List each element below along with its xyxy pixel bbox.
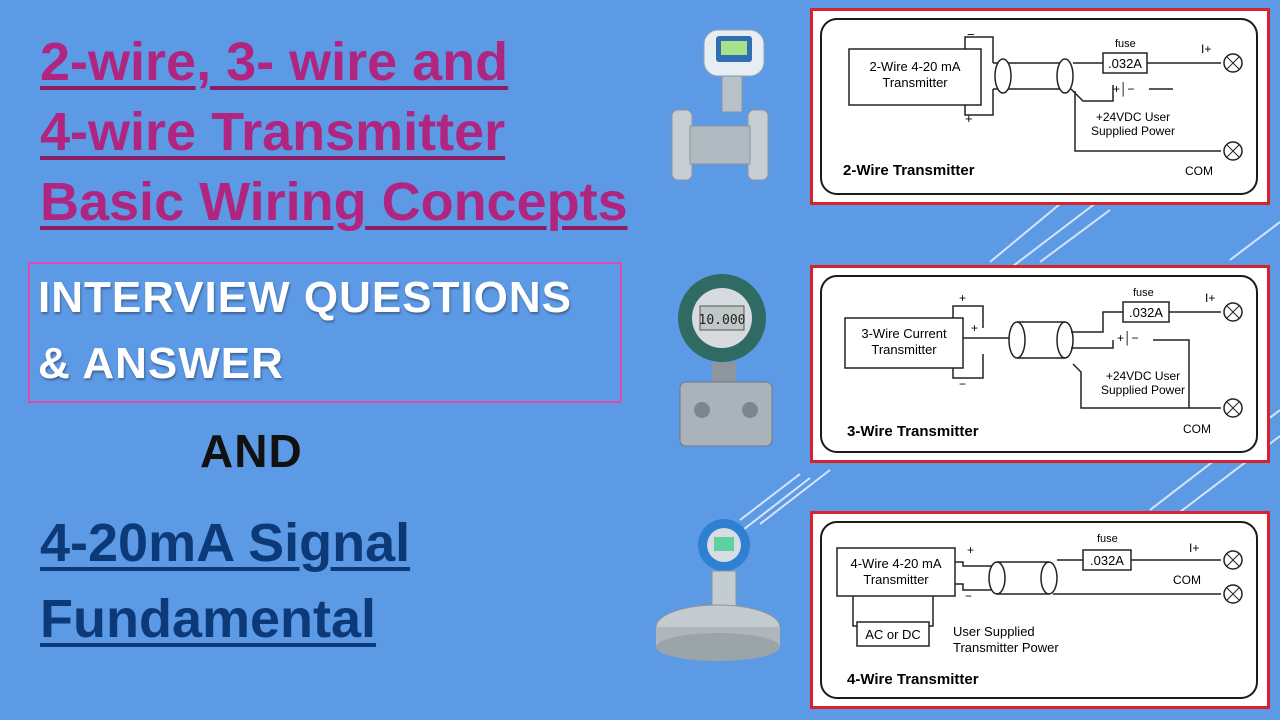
diagram-panel-2wire: 2-Wire 4-20 mA Transmitter − + fuse .032… bbox=[810, 8, 1270, 205]
3wire-minus: − bbox=[959, 377, 966, 391]
title-line-2: 4-wire Transmitter bbox=[40, 102, 506, 162]
3wire-supply-line2: Supplied Power bbox=[1101, 383, 1185, 397]
2wire-com: COM bbox=[1185, 164, 1213, 178]
3wire-caption: 3-Wire Transmitter bbox=[847, 423, 979, 440]
4wire-minus: − bbox=[965, 589, 972, 603]
2wire-iplus: I+ bbox=[1201, 42, 1211, 56]
two-wire-diagram: 2-Wire 4-20 mA Transmitter − + fuse .032… bbox=[820, 18, 1258, 195]
2wire-box-line1: 2-Wire 4-20 mA bbox=[869, 59, 960, 74]
interview-line-1: INTERVIEW QUESTIONS bbox=[38, 273, 573, 322]
three-wire-diagram: 3-Wire Current Transmitter + + − fuse .0… bbox=[820, 275, 1258, 453]
pressure-display: 10.000 bbox=[699, 313, 746, 328]
vortex-flowmeter-icon bbox=[671, 29, 769, 181]
4wire-fuse-label: fuse bbox=[1097, 533, 1118, 545]
2wire-supply-line2: Supplied Power bbox=[1091, 124, 1175, 138]
4wire-fuse-value: .032A bbox=[1090, 553, 1124, 568]
signal-line-1: 4-20mA Signal bbox=[40, 513, 411, 573]
2wire-caption: 2-Wire Transmitter bbox=[843, 162, 975, 179]
level-transmitter-icon bbox=[655, 519, 781, 661]
4wire-caption: 4-Wire Transmitter bbox=[847, 671, 979, 688]
3wire-battery: +│− bbox=[1117, 331, 1139, 346]
2wire-supply-line1: +24VDC User bbox=[1096, 110, 1170, 124]
2wire-fuse-label: fuse bbox=[1115, 38, 1136, 50]
3wire-fuse-label: fuse bbox=[1133, 287, 1154, 299]
4wire-com: COM bbox=[1173, 573, 1201, 587]
4wire-power-line2: Transmitter Power bbox=[953, 640, 1059, 655]
interview-line-2: & ANSWER bbox=[38, 339, 284, 388]
2wire-fuse-value: .032A bbox=[1108, 56, 1142, 71]
2wire-box-line2: Transmitter bbox=[882, 75, 948, 90]
3wire-box-line2: Transmitter bbox=[871, 342, 937, 357]
title-line-3: Basic Wiring Concepts bbox=[40, 172, 628, 232]
pressure-transmitter-icon: 10.000 bbox=[678, 274, 773, 447]
2wire-minus: − bbox=[967, 27, 975, 42]
four-wire-diagram: 4-Wire 4-20 mA Transmitter + − fuse .032… bbox=[820, 521, 1258, 699]
2wire-plus: + bbox=[965, 111, 973, 126]
4wire-power-line1: User Supplied bbox=[953, 624, 1035, 639]
3wire-iplus: I+ bbox=[1205, 291, 1215, 305]
diagram-panel-4wire: 4-Wire 4-20 mA Transmitter + − fuse .032… bbox=[810, 511, 1270, 709]
4wire-acdc: AC or DC bbox=[865, 627, 921, 642]
3wire-supply-line1: +24VDC User bbox=[1106, 369, 1180, 383]
3wire-com: COM bbox=[1183, 422, 1211, 436]
4wire-iplus: I+ bbox=[1189, 541, 1199, 555]
diagram-panel-3wire: 3-Wire Current Transmitter + + − fuse .0… bbox=[810, 265, 1270, 463]
title-line-1: 2-wire, 3- wire and bbox=[40, 32, 509, 92]
3wire-box-line1: 3-Wire Current bbox=[861, 326, 947, 341]
4wire-box-line1: 4-Wire 4-20 mA bbox=[850, 556, 941, 571]
and-label: AND bbox=[200, 425, 303, 477]
3wire-plus-mid: + bbox=[971, 321, 978, 335]
3wire-fuse-value: .032A bbox=[1129, 305, 1163, 320]
2wire-battery: +│− bbox=[1113, 82, 1135, 97]
4wire-plus: + bbox=[967, 543, 974, 557]
4wire-box-line2: Transmitter bbox=[863, 572, 929, 587]
interview-box bbox=[28, 262, 622, 403]
3wire-plus-top: + bbox=[959, 291, 966, 305]
signal-line-2: Fundamental bbox=[40, 589, 377, 649]
